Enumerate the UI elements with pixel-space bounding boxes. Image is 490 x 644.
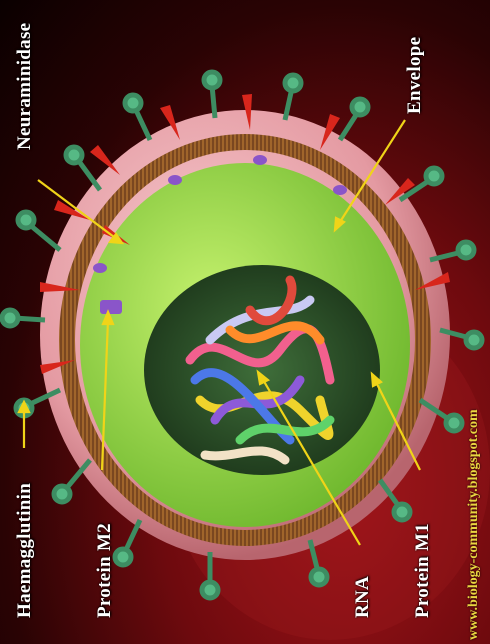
- virus-interior: [144, 265, 380, 475]
- watermark-url: www.biology-community.blogspot.com: [466, 409, 482, 640]
- label-protein-m2: Protein M2: [94, 523, 116, 618]
- label-neuraminidase: Neuraminidase: [14, 23, 36, 150]
- label-envelope: Envelope: [404, 37, 426, 114]
- label-protein-m1: Protein M1: [412, 523, 434, 618]
- label-haemagglutinin: Haemagglutinin: [14, 483, 36, 618]
- label-rna: RNA: [352, 576, 374, 618]
